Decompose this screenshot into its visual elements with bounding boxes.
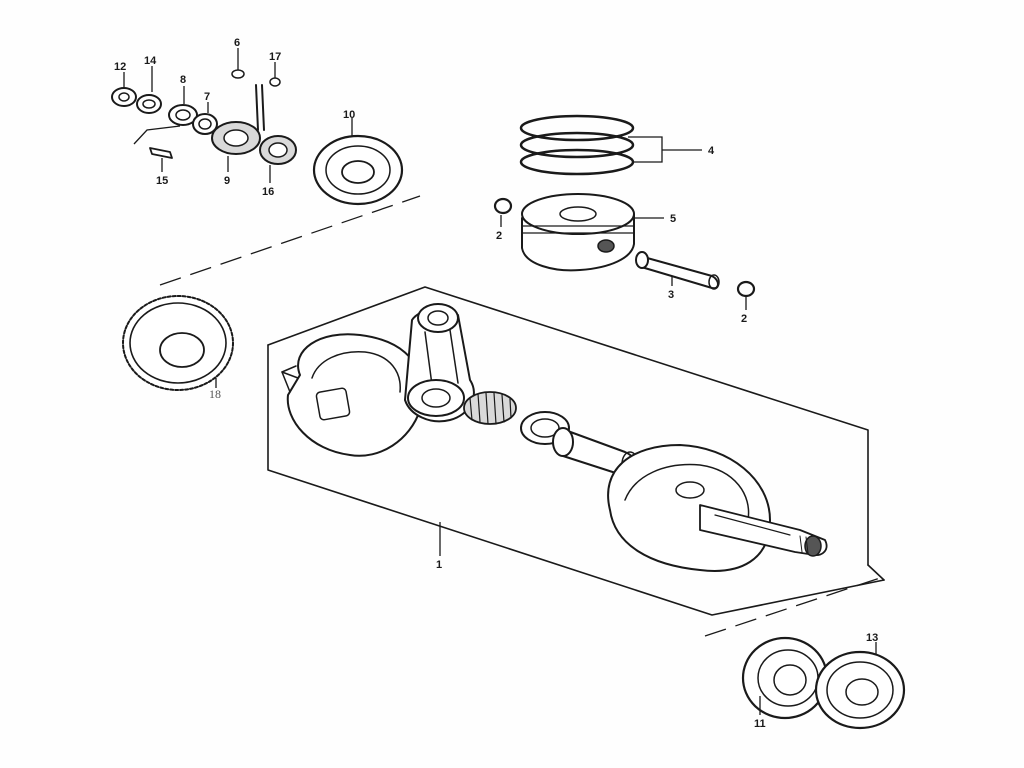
callout-label-6: 6 bbox=[234, 37, 240, 49]
left-crank-web bbox=[281, 333, 421, 457]
callout-label: 7 bbox=[204, 91, 210, 103]
piston: 5 bbox=[521, 193, 676, 272]
right-crank-web bbox=[607, 444, 828, 572]
callout-label: 11 bbox=[754, 718, 766, 730]
callout-label: 14 bbox=[144, 55, 157, 67]
piston-pin: 3 bbox=[635, 251, 720, 301]
left-piston-clip: 2 bbox=[493, 197, 513, 242]
callout-label: 15 bbox=[156, 175, 168, 187]
callout-label-10: 10 bbox=[343, 109, 355, 121]
left-bearing-stack: 12 14 8 7 9 6 17 16 bbox=[111, 37, 404, 206]
needle-bearing bbox=[463, 391, 517, 425]
right-bearing-seal: 11 13 bbox=[741, 632, 906, 730]
callout-label: 16 bbox=[262, 186, 274, 198]
callout-label: 2 bbox=[741, 313, 747, 325]
right-piston-clip: 2 bbox=[736, 280, 756, 325]
callout-label-13: 13 bbox=[866, 632, 878, 644]
connecting-rod bbox=[404, 303, 475, 423]
callout-label: 4 bbox=[708, 145, 715, 157]
callout-label: 5 bbox=[670, 213, 676, 225]
callout-label: 2 bbox=[496, 230, 502, 242]
callout-label: 1 bbox=[436, 559, 442, 571]
timing-gear: 18 bbox=[122, 295, 234, 401]
crank-pin bbox=[552, 427, 639, 478]
callout-1: 1 bbox=[436, 522, 442, 571]
callout-label: 12 bbox=[114, 61, 126, 73]
callout-label: 18 bbox=[209, 387, 221, 401]
callout-label: 8 bbox=[180, 74, 186, 86]
callout-label: 9 bbox=[224, 175, 230, 187]
callout-label: 17 bbox=[269, 51, 281, 63]
piston-rings: 4 bbox=[519, 114, 715, 176]
callout-label: 3 bbox=[668, 289, 674, 301]
alignment-lines bbox=[159, 195, 887, 637]
crankshaft-assembly-box bbox=[267, 286, 885, 616]
